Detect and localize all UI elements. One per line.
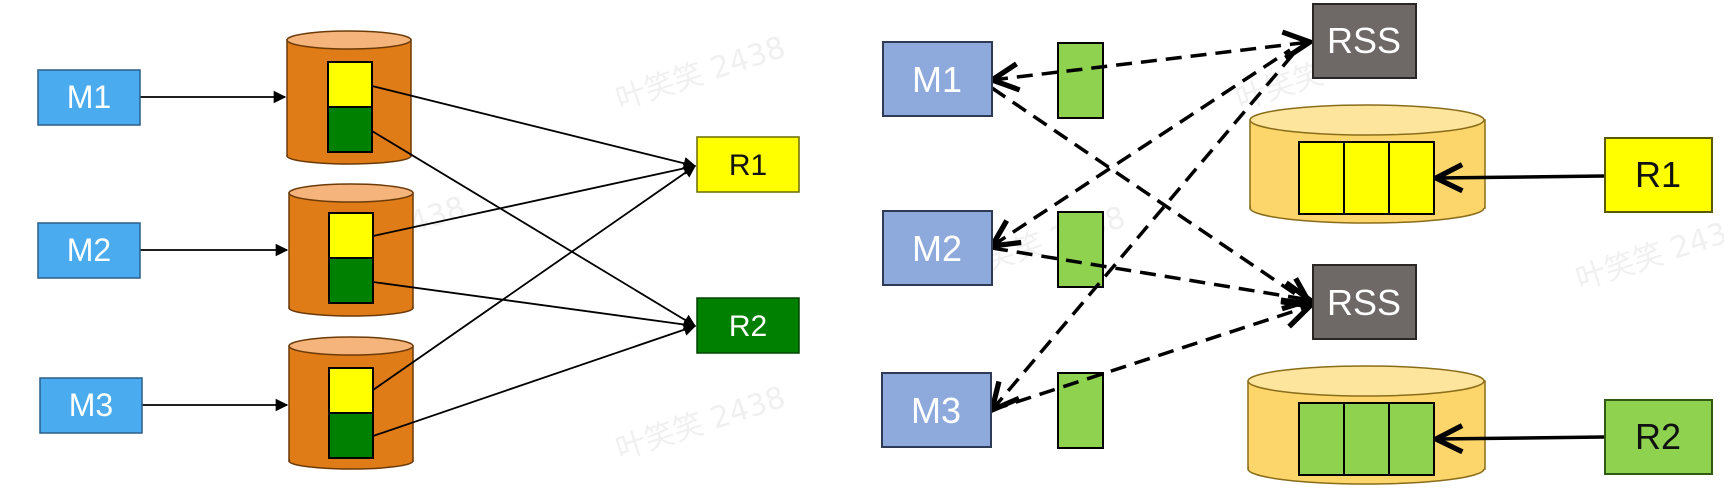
map-buffer [1057, 372, 1104, 449]
partition-green [1343, 402, 1390, 476]
partition-yellow [328, 212, 374, 259]
map-buffer [1057, 42, 1104, 119]
rss-node-1: RSS [1312, 3, 1417, 79]
rss-label: RSS [1327, 20, 1401, 61]
reducer-r1: R1 [696, 136, 800, 193]
mapper-label: M1 [67, 79, 111, 115]
mapper-label: M3 [69, 387, 113, 423]
rss-node-2: RSS [1312, 264, 1417, 340]
shuffle-arrow [372, 323, 697, 437]
push-arrow [992, 50, 1297, 410]
map-output-store-1 [286, 30, 412, 165]
mapper-label: M1 [912, 59, 962, 100]
shuffle-arrow [372, 165, 697, 391]
shuffle-arrow [371, 130, 697, 327]
rss-label: RSS [1327, 282, 1401, 323]
mapper-m1: M1 [37, 69, 141, 126]
shuffle-arrow [371, 85, 697, 170]
reducer-r2: R2 [1604, 399, 1713, 475]
reducer-label: R2 [1635, 416, 1681, 457]
mapper-m2: M2 [882, 210, 993, 286]
fetch-arrow [1436, 437, 1605, 439]
partition-green [1298, 402, 1345, 476]
partition-green [328, 412, 374, 459]
push-arrow [992, 48, 1291, 246]
push-arrow [991, 86, 1310, 304]
partition-yellow [328, 367, 374, 414]
reducer-label: R2 [729, 310, 767, 343]
watermark: 叶笑笑 2438 [1572, 210, 1724, 298]
watermark: 叶笑笑 2438 [612, 380, 790, 468]
partition-green [1388, 402, 1435, 476]
watermark-layer: 叶笑笑 2438 叶笑笑 2438 叶笑笑 2438 叶笑笑 2438 叶笑笑 … [292, 30, 1724, 478]
partition-green [327, 106, 373, 153]
shuffle-store-2 [1247, 365, 1486, 485]
mapper-label: M2 [67, 232, 111, 268]
partition-yellow [1343, 141, 1390, 215]
mapper-m1: M1 [882, 41, 993, 117]
right-diagram: M1 M2 M3 RSS RSS R1 R2 [881, 3, 1713, 485]
push-arrow [991, 246, 1310, 300]
watermark: 叶笑笑 2438 [612, 30, 790, 118]
mapper-m3: M3 [881, 372, 992, 448]
reducer-r1: R1 [1604, 137, 1713, 213]
map-output-store-2 [288, 183, 414, 317]
mapper-m3: M3 [39, 377, 143, 434]
mapper-label: M2 [912, 228, 962, 269]
partition-yellow [1388, 141, 1435, 215]
push-arrow [992, 42, 1310, 80]
reducer-label: R1 [729, 149, 767, 182]
left-diagram: M1 M2 M3 R1 R2 [37, 30, 800, 470]
reducer-r2: R2 [696, 297, 800, 354]
shuffle-arrow [372, 281, 697, 331]
push-arrow [991, 306, 1310, 412]
mapper-label: M3 [911, 390, 961, 431]
shuffle-arrow [372, 162, 697, 237]
map-output-store-3 [288, 336, 414, 470]
shuffle-store-1 [1249, 104, 1486, 224]
mapper-m2: M2 [37, 222, 141, 279]
reducer-label: R1 [1635, 154, 1681, 195]
partition-yellow [1298, 141, 1345, 215]
map-buffer [1057, 211, 1104, 288]
partition-yellow [327, 61, 373, 108]
fetch-arrow [1436, 176, 1605, 178]
partition-green [328, 257, 374, 304]
